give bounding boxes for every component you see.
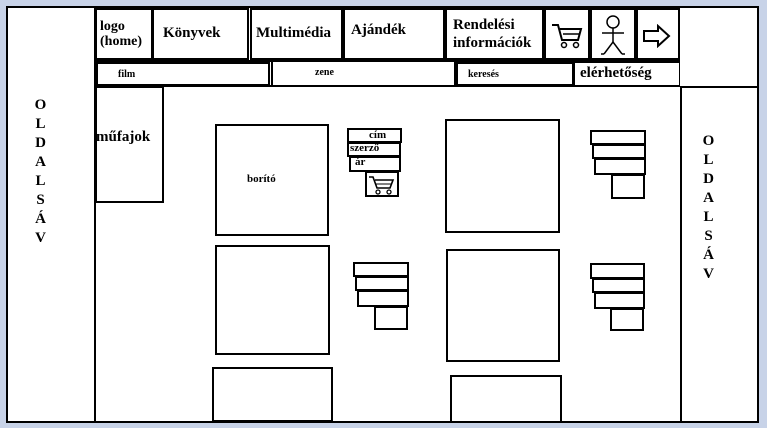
subnav-music-label: zene — [315, 67, 334, 78]
sidebar-letter: Á — [703, 247, 715, 263]
arrow-right-icon — [643, 24, 671, 48]
product-cover-label: borító — [247, 173, 276, 185]
sidebar-letter: L — [703, 152, 715, 168]
detail-stack-2c — [357, 290, 409, 307]
detail-stack-3d — [610, 308, 644, 331]
detail-stack-1d — [611, 174, 645, 199]
logout-button[interactable] — [636, 8, 680, 60]
nav-books[interactable] — [152, 8, 249, 60]
product-cover-5[interactable] — [212, 367, 333, 422]
cart-icon — [369, 176, 395, 195]
product-cover-4[interactable] — [446, 249, 560, 362]
detail-stack-1c — [594, 158, 646, 175]
sidebar-letter: O — [34, 97, 48, 113]
left-sidebar — [6, 6, 96, 423]
genres-menu[interactable] — [95, 86, 164, 203]
cart-icon — [552, 24, 583, 49]
product-cover-6[interactable] — [450, 375, 562, 423]
product-cover-2[interactable] — [445, 119, 560, 233]
sidebar-letter: S — [704, 228, 714, 244]
detail-stack-1a — [590, 130, 646, 145]
subnav-contact-label: elérhetőség — [580, 65, 652, 81]
sidebar-letter: S — [36, 192, 46, 208]
subnav-film-label: film — [118, 69, 136, 80]
sidebar-letter: L — [35, 173, 47, 189]
product-cover[interactable] — [215, 124, 329, 236]
product-author-label: szerző — [350, 142, 380, 154]
nav-multimedia[interactable] — [250, 8, 343, 60]
sidebar-letter: Á — [35, 211, 47, 227]
detail-stack-2b — [355, 276, 409, 291]
detail-stack-2d — [374, 306, 408, 330]
detail-stack-1b — [592, 144, 646, 159]
right-sidebar — [680, 86, 759, 423]
product-price-label: ár — [355, 156, 366, 168]
sidebar-letter: D — [703, 171, 715, 187]
subnav-contact[interactable] — [574, 62, 680, 86]
subnav-music[interactable] — [271, 60, 456, 87]
detail-stack-3a — [590, 263, 645, 279]
nav-gift[interactable] — [343, 8, 445, 60]
sidebar-letter: O — [702, 133, 716, 149]
product-title-label: cím — [369, 129, 387, 141]
sidebar-letter: V — [703, 266, 715, 282]
detail-stack-3b — [592, 278, 645, 293]
detail-stack-3c — [594, 292, 645, 309]
search-label: keresés — [468, 69, 499, 80]
nav-multimedia-label: Multimédia — [256, 25, 331, 41]
sidebar-letter: D — [35, 135, 47, 151]
genres-label: műfajok — [96, 129, 151, 145]
product-cover-3[interactable] — [215, 245, 330, 355]
detail-stack-2a — [353, 262, 409, 277]
search-input[interactable] — [456, 62, 574, 86]
sidebar-letter: V — [35, 230, 47, 246]
logo-home-label: logo (home) — [100, 19, 142, 49]
nav-books-label: Könyvek — [163, 25, 221, 41]
sidebar-letter: L — [703, 209, 715, 225]
nav-gift-label: Ajándék — [351, 22, 407, 38]
nav-order-info-label: Rendelési információk — [453, 17, 532, 51]
stick-figure-icon — [601, 15, 625, 55]
sidebar-letter: A — [35, 154, 47, 170]
nav-order-info[interactable] — [445, 8, 544, 60]
sidebar-letter: A — [703, 190, 715, 206]
subnav-film[interactable] — [96, 62, 270, 86]
sidebar-letter: L — [35, 116, 47, 132]
